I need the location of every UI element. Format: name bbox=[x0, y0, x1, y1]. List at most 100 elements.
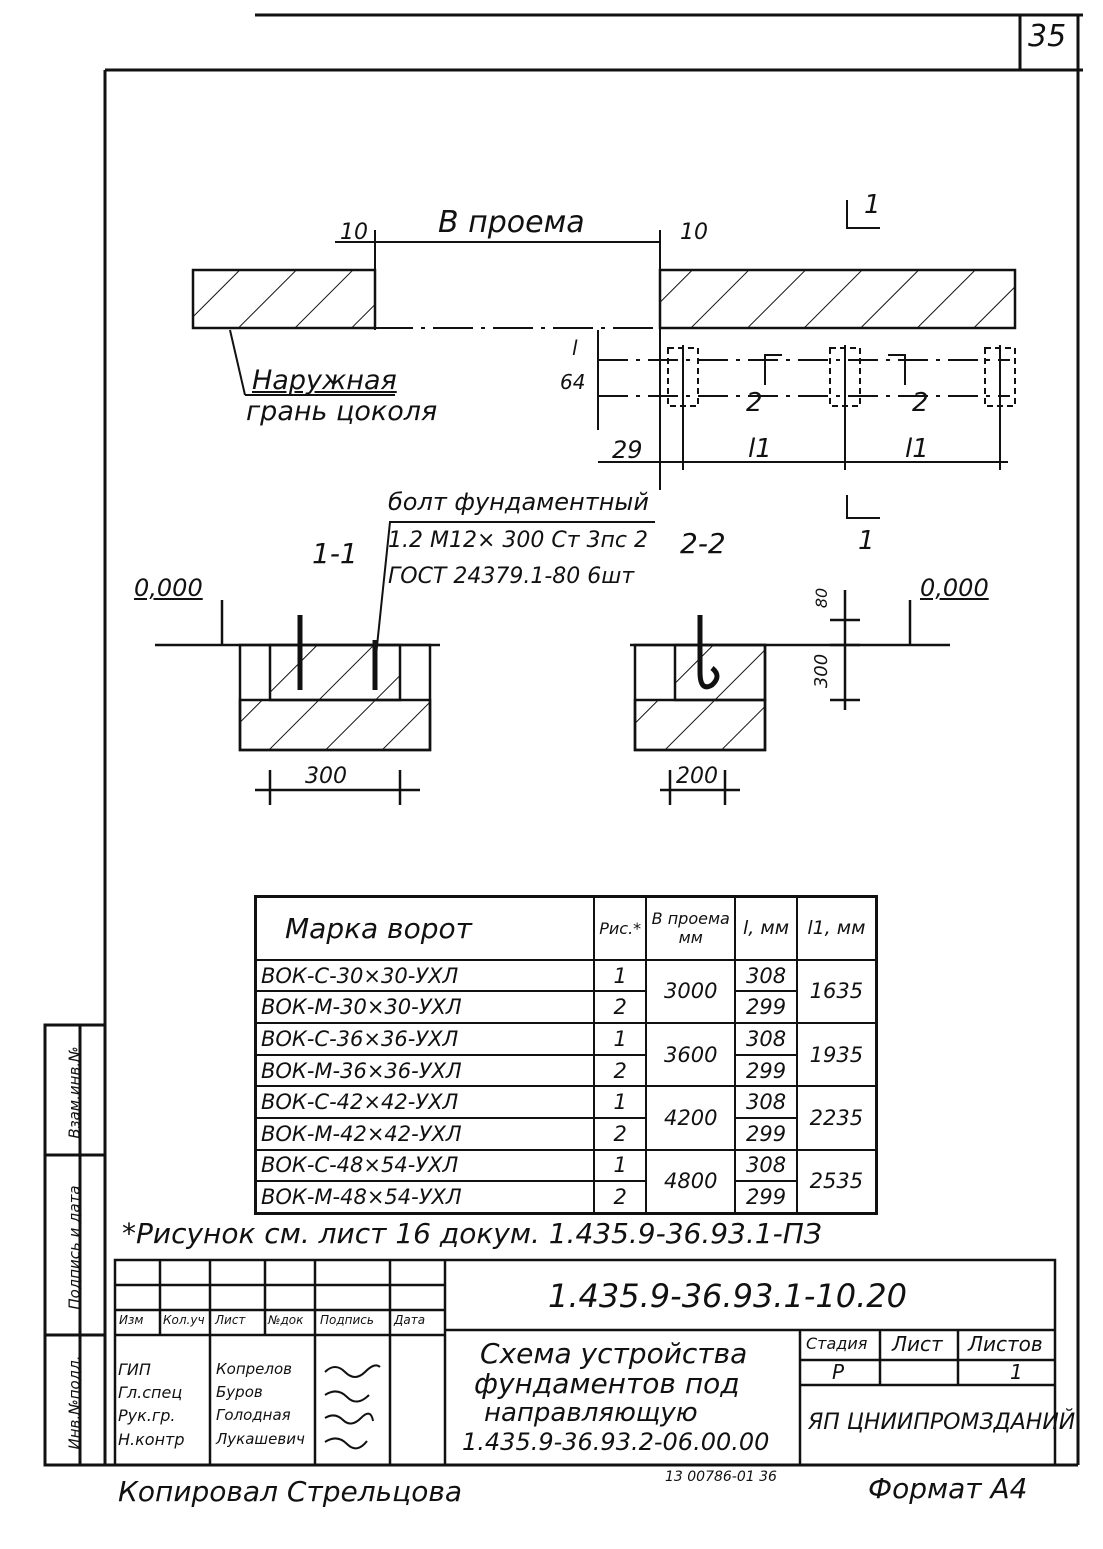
spec-table: Марка ворот Рис.* В проема мм l, мм l1, … bbox=[254, 895, 878, 1215]
l-cell: 308 bbox=[734, 1148, 798, 1183]
tb-role-4: Н.контр bbox=[118, 1430, 185, 1449]
mark-cell: ВОК-М-42×42-УХЛ bbox=[254, 1117, 596, 1151]
section-mark-top: 1 bbox=[864, 190, 881, 220]
page-number: 35 bbox=[1028, 19, 1067, 54]
stage-label: Стадия bbox=[806, 1334, 868, 1353]
gap-left-dim: 10 bbox=[340, 220, 368, 245]
footnote: *Рисунок см. лист 16 докум. 1.435.9-36.9… bbox=[122, 1217, 822, 1250]
l-cell: 308 bbox=[734, 1085, 798, 1119]
side-label-vzam: Взам.инв.№ bbox=[65, 1046, 84, 1139]
dim-l1-a: l1 bbox=[748, 434, 772, 464]
tb-header-kol: Кол.уч bbox=[163, 1313, 205, 1327]
tb-header-sign: Подпись bbox=[320, 1313, 374, 1327]
tb-name-2: Буров bbox=[216, 1383, 263, 1401]
outer-face-label-1: Наружная bbox=[252, 365, 397, 396]
section-1-1-title: 1-1 bbox=[312, 537, 358, 570]
title-line-1: Схема устройства bbox=[480, 1337, 748, 1370]
dim-l1-b: l1 bbox=[905, 434, 929, 464]
tb-header-izm: Изм bbox=[119, 1313, 144, 1327]
tb-role-3: Рук.гр. bbox=[118, 1406, 176, 1425]
header-fig: Рис.* bbox=[593, 895, 648, 961]
dim-80: 80 bbox=[812, 587, 832, 609]
format-label: Формат А4 bbox=[868, 1472, 1028, 1505]
header-l: l, мм bbox=[734, 895, 798, 961]
mark-cell: ВОК-М-36×36-УХЛ bbox=[254, 1053, 596, 1088]
tb-name-1: Копрелов bbox=[216, 1360, 292, 1378]
outer-face-label-2: грань цоколя bbox=[246, 396, 438, 427]
tb-header-doc: №док bbox=[268, 1313, 304, 1327]
l-cell: 299 bbox=[734, 990, 798, 1025]
title-line-3: направляющую bbox=[484, 1398, 698, 1428]
dim-300: 300 bbox=[305, 764, 347, 789]
section-2-2-title: 2-2 bbox=[680, 527, 726, 560]
l-cell: 299 bbox=[734, 1180, 798, 1215]
stage-value: Р bbox=[832, 1360, 845, 1384]
l-cell: 308 bbox=[734, 1022, 798, 1056]
fig-cell: 1 bbox=[593, 1022, 648, 1056]
title-line-4: 1.435.9-36.93.2-06.00.00 bbox=[462, 1428, 770, 1456]
sheets-value: 1 bbox=[1010, 1360, 1023, 1384]
opening-cell: 4800 bbox=[645, 1148, 737, 1215]
order-number: 13 00786-01 36 bbox=[665, 1469, 777, 1485]
bolt-note-2: 1.2 М12× 300 Ст 3пс 2 bbox=[388, 528, 649, 553]
sheets-label: Листов bbox=[968, 1332, 1043, 1356]
dim-29: 29 bbox=[612, 436, 643, 464]
table-row: ВОК-С-42×42-УХЛ 1 4200 308 2235 bbox=[254, 1085, 878, 1151]
doc-code: 1.435.9-36.93.1-10.20 bbox=[548, 1277, 907, 1315]
fig-cell: 1 bbox=[593, 1148, 648, 1183]
table-row: ВОК-С-48×54-УХЛ 1 4800 308 2535 bbox=[254, 1148, 878, 1215]
tb-role-1: ГИП bbox=[118, 1360, 151, 1379]
table-row: ВОК-М-30×30-УХЛ 2 299 bbox=[254, 990, 877, 1025]
bolt-note-1: болт фундаментный bbox=[388, 488, 649, 516]
mark-cell: ВОК-М-30×30-УХЛ bbox=[254, 990, 596, 1025]
tb-header-date: Дата bbox=[394, 1313, 426, 1327]
bolt-note-3: ГОСТ 24379.1-80 6шт bbox=[388, 564, 635, 589]
l1-cell: 2235 bbox=[795, 1085, 878, 1151]
mark-cell: ВОК-С-48×54-УХЛ bbox=[254, 1148, 596, 1183]
mark-cell: ВОК-М-48×54-УХЛ bbox=[254, 1180, 596, 1215]
fig-cell: 2 bbox=[593, 1117, 648, 1151]
mark-cell: ВОК-С-42×42-УХЛ bbox=[254, 1085, 596, 1119]
opening-cell: 3000 bbox=[645, 958, 737, 1025]
l-cell: 299 bbox=[734, 1117, 798, 1151]
section-mark-bottom: 1 bbox=[858, 526, 875, 556]
table-row: ВОК-С-30×30-УХЛ 1 3000 308 1635 bbox=[254, 958, 878, 1025]
l1-cell: 1935 bbox=[795, 1022, 878, 1088]
header-mark: Марка ворот bbox=[254, 895, 596, 961]
table-row: ВОК-М-42×42-УХЛ 2 299 bbox=[254, 1117, 877, 1151]
fig-cell: 1 bbox=[593, 1085, 648, 1119]
mark-cell: ВОК-С-30×30-УХЛ bbox=[254, 958, 596, 993]
gap-right-dim: 10 bbox=[680, 220, 708, 245]
l1-cell: 1635 bbox=[795, 958, 878, 1025]
l1-cell: 2535 bbox=[795, 1148, 878, 1215]
side-label-inv: Инв.№подл. bbox=[65, 1355, 84, 1450]
fig-cell: 2 bbox=[593, 1053, 648, 1088]
org-name: ЯП ЦНИИПРОМЗДАНИЙ bbox=[808, 1410, 1076, 1435]
sheet-label: Лист bbox=[892, 1332, 943, 1356]
dim-200: 200 bbox=[676, 764, 718, 789]
tb-header-list: Лист bbox=[215, 1313, 246, 1327]
l-cell: 308 bbox=[734, 958, 798, 993]
mark-cell: ВОК-С-36×36-УХЛ bbox=[254, 1022, 596, 1056]
header-l1: l1, мм bbox=[795, 895, 878, 961]
tb-role-2: Гл.спец bbox=[118, 1383, 183, 1402]
fig-cell: 2 bbox=[593, 1180, 648, 1215]
level-right: 0,000 bbox=[920, 574, 989, 602]
title-line-2: фундаментов под bbox=[474, 1367, 740, 1400]
fig-cell: 1 bbox=[593, 958, 648, 993]
section-mark-2a: 2 bbox=[746, 388, 763, 418]
table-row: ВОК-М-36×36-УХЛ 2 299 bbox=[254, 1053, 877, 1088]
side-label-sign: Подпись и дата bbox=[65, 1185, 84, 1310]
tb-name-4: Лукашевич bbox=[216, 1430, 305, 1448]
l-cell: 299 bbox=[734, 1053, 798, 1088]
fig-cell: 2 bbox=[593, 990, 648, 1025]
tb-name-3: Голодная bbox=[216, 1406, 291, 1424]
dim-l: l bbox=[572, 336, 578, 360]
opening-cell: 4200 bbox=[645, 1085, 737, 1151]
spec-header-row: Марка ворот Рис.* В проема мм l, мм l1, … bbox=[254, 895, 878, 961]
table-row: ВОК-С-36×36-УХЛ 1 3600 308 1935 bbox=[254, 1022, 878, 1088]
dim-64: 64 bbox=[560, 370, 586, 394]
level-left: 0,000 bbox=[134, 574, 203, 602]
table-row: ВОК-М-48×54-УХЛ 2 299 bbox=[254, 1180, 877, 1215]
